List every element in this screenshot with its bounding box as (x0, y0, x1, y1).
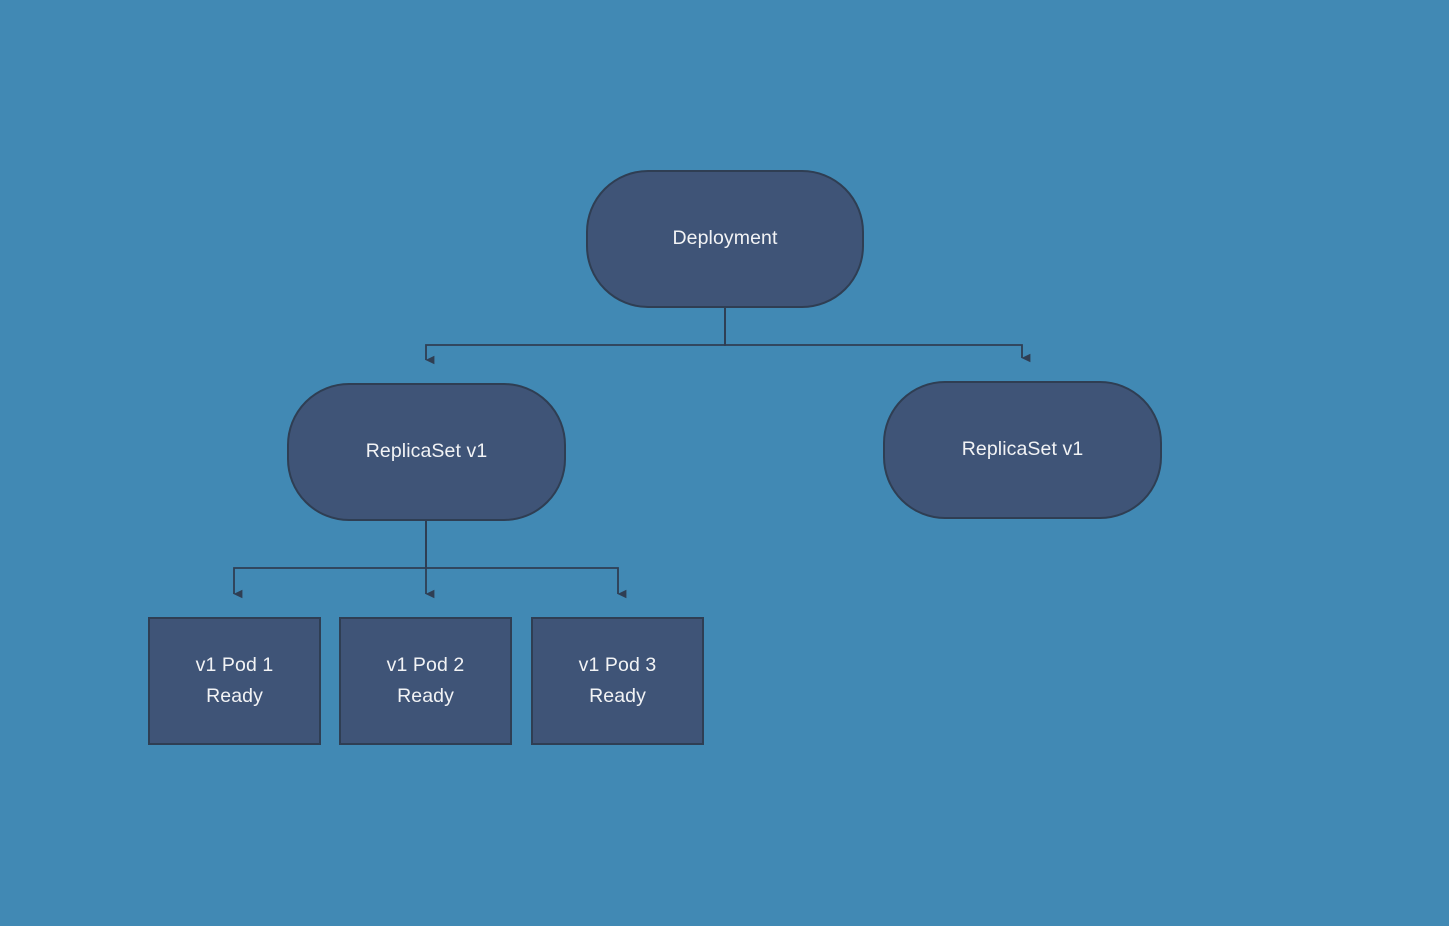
node-pod-3-label: v1 Pod 3 (578, 653, 657, 676)
node-pod-1-label: v1 Pod 1 (195, 653, 274, 676)
node-pod-3-status: Ready (589, 685, 646, 707)
node-replicaset-right-label: ReplicaSet v1 (961, 438, 1084, 461)
node-replicaset-right[interactable]: ReplicaSet v1 (883, 381, 1162, 519)
node-pod-1[interactable]: v1 Pod 1 Ready (148, 617, 321, 745)
node-pod-2[interactable]: v1 Pod 2 Ready (339, 617, 512, 745)
edge-deployment-to-replicaset-right (724, 308, 1031, 363)
node-replicaset-left-label: ReplicaSet v1 (365, 440, 488, 463)
edge-deployment-to-replicaset-left (425, 308, 726, 365)
node-pod-3[interactable]: v1 Pod 3 Ready (531, 617, 704, 745)
node-replicaset-left[interactable]: ReplicaSet v1 (287, 383, 566, 521)
node-deployment-label: Deployment (672, 227, 778, 250)
node-pod-2-status: Ready (397, 685, 454, 707)
edge-replicaset-to-pod-3 (425, 521, 627, 599)
edge-replicaset-to-pod-1 (233, 521, 427, 599)
node-deployment[interactable]: Deployment (586, 170, 864, 308)
node-pod-2-label: v1 Pod 2 (386, 653, 465, 676)
node-pod-1-status: Ready (206, 685, 263, 707)
